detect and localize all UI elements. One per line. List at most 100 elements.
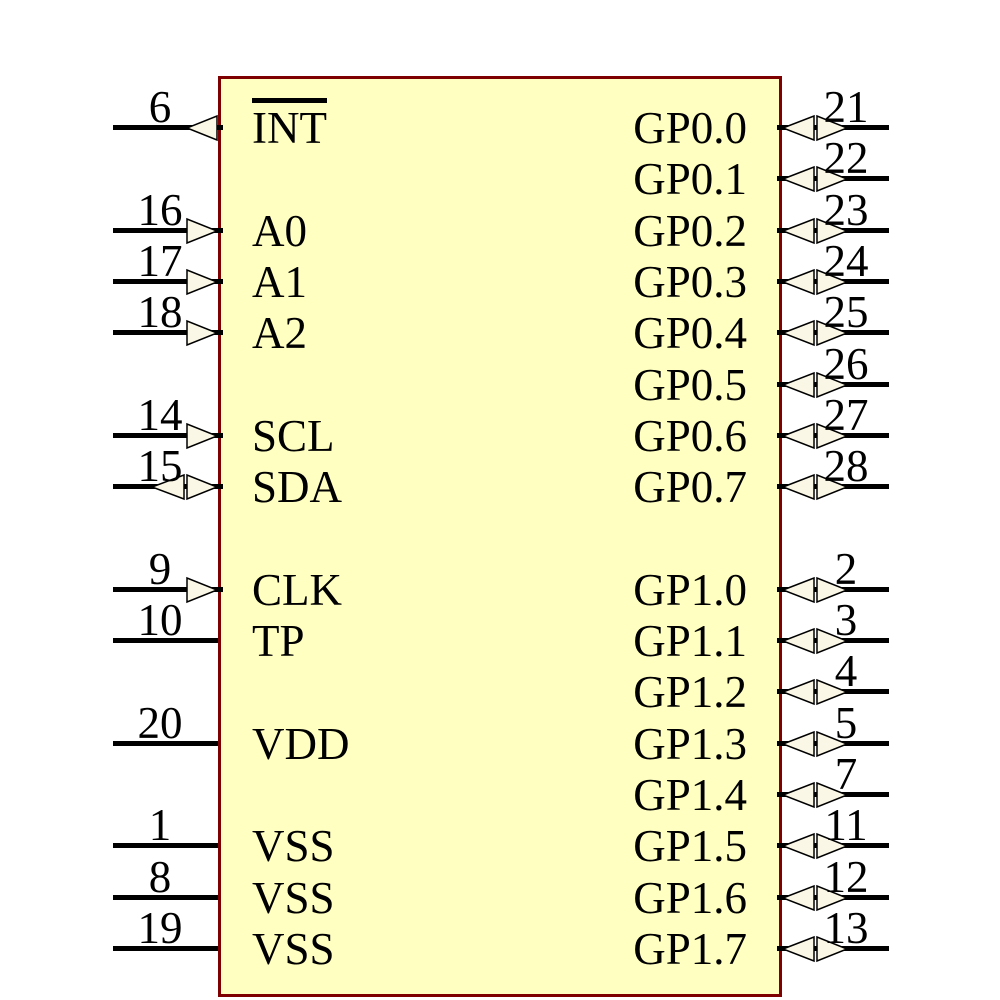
output-arrow-icon (184, 114, 218, 142)
bidirectional-arrow-icon (781, 884, 850, 912)
pin-stub (215, 330, 223, 335)
pin-label: CLK (252, 565, 342, 615)
pin-label: GP0.5 (633, 360, 747, 410)
pin-label: GP0.2 (633, 206, 747, 256)
chip-body[interactable] (218, 76, 782, 997)
bidirectional-arrow-icon (781, 165, 850, 193)
pin-label: INT (252, 103, 327, 153)
pin-stub (777, 843, 785, 848)
pin-number: 24 (823, 236, 869, 286)
input-arrow-icon (186, 576, 220, 604)
pin-number: 28 (823, 441, 869, 491)
pin-number: 15 (137, 441, 183, 491)
pin-label: GP0.0 (633, 103, 747, 153)
pin-number: 25 (823, 287, 869, 337)
pin-stub (777, 125, 785, 130)
pin-label: SCL (252, 411, 335, 461)
pin-number: 12 (823, 852, 869, 902)
pin-number: 5 (834, 698, 858, 748)
pin-stub (215, 228, 223, 233)
pin-stub (215, 125, 223, 130)
pin-number: 11 (824, 800, 868, 850)
pin-number: 7 (834, 749, 858, 799)
pin-number: 3 (834, 595, 858, 645)
bidirectional-arrow-icon (781, 319, 850, 347)
pin-label: GP0.4 (633, 308, 747, 358)
pin-number: 16 (137, 185, 183, 235)
pin-wire-clk[interactable] (113, 587, 218, 592)
pin-stub (777, 279, 785, 284)
pin-wire-a2[interactable] (113, 330, 218, 335)
pin-wire-a1[interactable] (113, 279, 218, 284)
pin-wire-vss[interactable] (113, 895, 218, 900)
pin-label: GP1.2 (633, 667, 747, 717)
pin-stub (777, 228, 785, 233)
pin-label: SDA (252, 462, 343, 512)
pin-stub (215, 433, 223, 438)
pin-label: GP0.7 (633, 462, 747, 512)
bidirectional-arrow-icon (781, 217, 850, 245)
pin-stub (777, 638, 785, 643)
pin-number: 2 (834, 544, 858, 594)
overline-bar (252, 98, 327, 103)
pin-number: 18 (137, 287, 183, 337)
pin-number: 13 (823, 903, 869, 953)
bidirectional-arrow-icon (781, 114, 850, 142)
pin-label: VSS (252, 821, 335, 871)
pin-wire-scl[interactable] (113, 433, 218, 438)
pin-stub (777, 330, 785, 335)
bidirectional-arrow-icon (781, 422, 850, 450)
pin-number: 23 (823, 185, 869, 235)
pin-stub (777, 895, 785, 900)
pin-stub (777, 587, 785, 592)
pin-number: 9 (148, 544, 172, 594)
pin-number: 8 (148, 852, 172, 902)
pin-label: GP1.1 (633, 616, 747, 666)
pin-wire-vdd[interactable] (113, 741, 218, 746)
pin-stub (215, 484, 223, 489)
pin-wire-vss[interactable] (113, 843, 218, 848)
pin-stub (777, 792, 785, 797)
pin-number: 21 (823, 82, 869, 132)
bidirectional-arrow-icon (781, 781, 850, 809)
pin-stub (215, 587, 223, 592)
pin-label: GP0.6 (633, 411, 747, 461)
pin-number: 27 (823, 390, 869, 440)
pin-stub (777, 382, 785, 387)
pin-label: GP1.0 (633, 565, 747, 615)
bidirectional-arrow-icon (781, 627, 850, 655)
pin-wire-tp[interactable] (113, 638, 218, 643)
input-arrow-icon (186, 217, 220, 245)
bidirectional-arrow-icon (781, 935, 850, 963)
input-arrow-icon (186, 268, 220, 296)
pin-stub (777, 689, 785, 694)
pin-label: GP1.3 (633, 719, 747, 769)
input-arrow-icon (186, 319, 220, 347)
pin-stub (215, 279, 223, 284)
bidirectional-arrow-icon (781, 678, 850, 706)
pin-number: 20 (137, 698, 183, 748)
pin-number: 22 (823, 133, 869, 183)
bidirectional-arrow-icon (781, 832, 850, 860)
pin-wire-int[interactable] (113, 125, 218, 130)
pin-stub (777, 946, 785, 951)
pin-label: GP0.3 (633, 257, 747, 307)
pin-number: 1 (148, 800, 172, 850)
pin-label: A0 (252, 206, 307, 256)
pin-label: GP1.4 (633, 770, 747, 820)
pin-label: GP1.6 (633, 873, 747, 923)
bidirectional-arrow-icon (781, 268, 850, 296)
pin-number: 19 (137, 903, 183, 953)
bidirectional-arrow-icon (781, 371, 850, 399)
pin-label: GP1.5 (633, 821, 747, 871)
pin-stub (777, 484, 785, 489)
pin-wire-vss[interactable] (113, 946, 218, 951)
pin-wire-a0[interactable] (113, 228, 218, 233)
pin-label: GP0.1 (633, 154, 747, 204)
pin-stub (777, 176, 785, 181)
pin-stub (777, 741, 785, 746)
pin-label: A1 (252, 257, 307, 307)
pin-label: TP (252, 616, 305, 666)
pin-number: 6 (148, 82, 172, 132)
